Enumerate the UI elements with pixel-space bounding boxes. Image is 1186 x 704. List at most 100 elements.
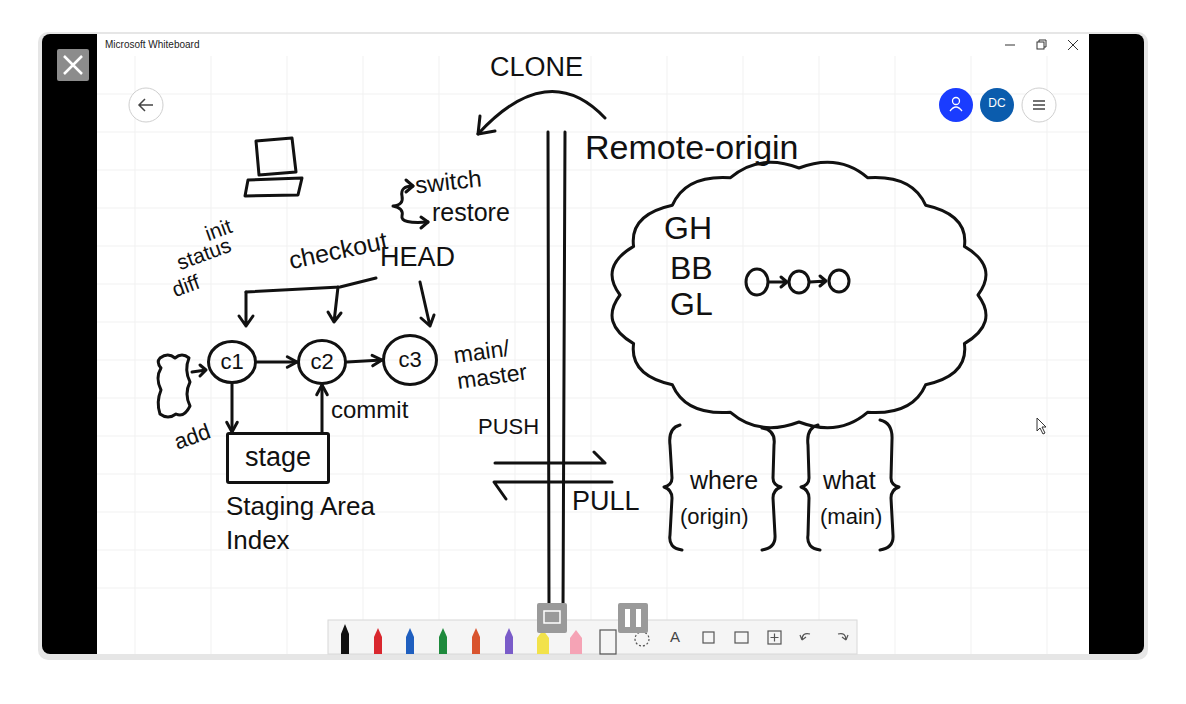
laptop-base bbox=[245, 178, 302, 196]
mouse-cursor bbox=[1037, 418, 1046, 434]
curly-brace bbox=[880, 420, 899, 550]
arrow-line bbox=[257, 361, 297, 364]
ruler-tool bbox=[600, 630, 616, 654]
divider-line bbox=[563, 132, 565, 612]
commit-circle: c2 bbox=[297, 339, 347, 385]
undo-icon bbox=[800, 634, 810, 640]
pause-bar bbox=[625, 609, 630, 627]
close-icon bbox=[64, 56, 82, 74]
bracket-label: (origin) bbox=[680, 504, 748, 529]
commit-arrow bbox=[347, 355, 382, 366]
remote-cloud: GHBBGL bbox=[612, 158, 986, 432]
bracket-label: what bbox=[823, 466, 876, 495]
window-shadow bbox=[38, 32, 1148, 660]
pen-tool bbox=[472, 628, 480, 654]
bracket-label: (main) bbox=[820, 504, 882, 529]
edge-label: add bbox=[171, 418, 214, 454]
note-tool bbox=[703, 632, 714, 643]
pen-tool bbox=[341, 624, 349, 654]
cloud-outline bbox=[612, 158, 986, 432]
circle-shape bbox=[209, 342, 256, 383]
head-pointer-arrow bbox=[239, 292, 253, 326]
branch-label: main/ master bbox=[452, 330, 548, 395]
pen-tool bbox=[505, 628, 513, 654]
circle-shape bbox=[384, 336, 437, 385]
arrow-head bbox=[317, 385, 328, 395]
cloud-shape bbox=[612, 162, 986, 427]
command-label: status bbox=[174, 233, 235, 275]
toolbar-panel bbox=[328, 620, 857, 654]
share-avatar bbox=[939, 88, 973, 122]
remote-commit-arrow bbox=[769, 277, 787, 287]
curly-brace bbox=[801, 425, 820, 550]
record-icon bbox=[544, 611, 560, 623]
pen-tool bbox=[439, 628, 447, 654]
command-label: checkout bbox=[286, 226, 390, 275]
host-name: GH bbox=[664, 210, 712, 247]
commit-circle: c3 bbox=[382, 334, 438, 386]
remote-commit bbox=[746, 269, 768, 295]
commit-arrow bbox=[257, 357, 297, 368]
remote-commit bbox=[829, 270, 849, 292]
host-name: BB bbox=[670, 250, 713, 287]
arrow-head bbox=[372, 355, 382, 366]
clone-arc bbox=[478, 92, 605, 134]
commit-arrow bbox=[317, 385, 328, 432]
pull-label: PULL bbox=[572, 486, 640, 517]
insert-tool bbox=[768, 631, 781, 644]
curly-brace bbox=[664, 425, 682, 550]
menu-icon bbox=[1033, 101, 1045, 109]
box-caption: Staging Area Index bbox=[226, 490, 396, 558]
command-label: diff bbox=[169, 270, 203, 302]
remote-label: Remote-origin bbox=[585, 128, 799, 167]
push-arrow bbox=[495, 452, 605, 463]
app-title: Microsoft Whiteboard bbox=[105, 39, 199, 51]
working-arrow bbox=[192, 365, 206, 376]
head-pointer-line bbox=[246, 278, 376, 292]
remote-commit-arrow bbox=[810, 276, 826, 286]
clone-arrowhead bbox=[478, 116, 495, 134]
back-arrow bbox=[139, 99, 153, 111]
person-icon bbox=[950, 107, 962, 111]
staging-box: stageStaging Area Index bbox=[226, 432, 330, 484]
eraser-tool bbox=[570, 630, 582, 654]
edge-label: commit bbox=[331, 396, 408, 424]
person-icon bbox=[953, 98, 960, 105]
canvas-grid bbox=[97, 56, 1089, 654]
window-controls bbox=[1005, 40, 1078, 50]
canvas bbox=[97, 56, 1089, 654]
lasso-tool bbox=[635, 632, 649, 646]
command-label: switch bbox=[414, 165, 483, 199]
commit-arrow bbox=[227, 384, 238, 432]
pause-overlay bbox=[618, 603, 648, 633]
user-avatar bbox=[980, 88, 1014, 122]
record-overlay bbox=[537, 603, 567, 633]
pen-tool bbox=[374, 628, 382, 654]
commit-circle: c1 bbox=[207, 340, 257, 384]
arrow-line bbox=[321, 385, 324, 432]
remote-commit bbox=[789, 271, 809, 293]
host-name: GL bbox=[670, 286, 713, 323]
head-label: HEAD bbox=[380, 242, 455, 273]
arrow-line bbox=[231, 384, 234, 432]
arrow-head bbox=[287, 357, 297, 368]
toolbar-icon-text: A bbox=[670, 628, 680, 645]
title-bar bbox=[97, 34, 1089, 56]
box-title: stage bbox=[245, 442, 311, 473]
bracket-label: where bbox=[690, 466, 758, 495]
avatar-initials: DC bbox=[981, 97, 1013, 111]
head-pointer-arrow bbox=[328, 287, 341, 322]
commit-name: c1 bbox=[220, 349, 243, 374]
ink-drawing bbox=[158, 92, 899, 612]
command-label: restore bbox=[432, 198, 510, 227]
commit-name: c2 bbox=[310, 349, 333, 374]
curly-brace bbox=[762, 428, 781, 550]
menu-button bbox=[1022, 88, 1056, 122]
highlighter-tool bbox=[537, 630, 549, 654]
pen-tool bbox=[406, 628, 414, 654]
pause-bar bbox=[636, 609, 641, 627]
